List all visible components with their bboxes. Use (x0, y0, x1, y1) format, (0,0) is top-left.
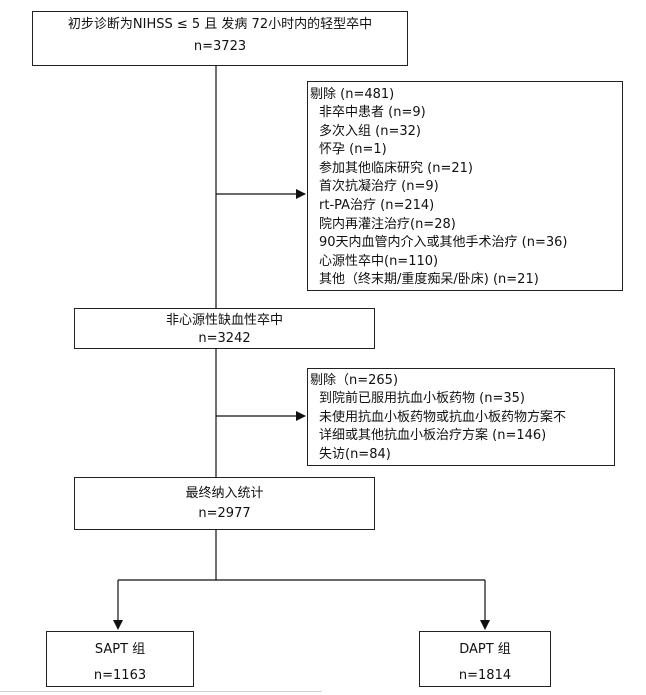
final-count: n=2977 (198, 506, 251, 521)
final-box: 最终纳入统计 n=2977 (74, 477, 375, 530)
bottom-divider (0, 691, 322, 692)
final-title: 最终纳入统计 (185, 486, 264, 501)
exclusion-2-header: 剔除（n=265) (310, 373, 399, 388)
exclusion-1-header: 剔除 (n=481) (310, 87, 395, 102)
sapt-box: SAPT 组 n=1163 (46, 631, 194, 687)
exclusion-1-item: 多次入组 (n=32) (319, 123, 421, 139)
sapt-title: SAPT 组 (94, 642, 146, 657)
exclusion-1-item: 90天内血管内介入或其他手术治疗 (n=36) (319, 235, 568, 251)
exclusion-1-item: 首次抗凝治疗 (n=9) (319, 179, 439, 195)
exclusion-1-item: 院内再灌注治疗(n=28) (319, 216, 456, 232)
mid-count: n=3242 (198, 331, 251, 346)
mid-title: 非心源性缺血性卒中 (165, 313, 283, 328)
dapt-box: DAPT 组 n=1814 (419, 631, 551, 687)
exclusion-2-item: 到院前已服用抗血小板药物 (n=35) (319, 391, 525, 406)
exclusion-box-2: 剔除（n=265) 到院前已服用抗血小板药物 (n=35) 未使用抗血小板药物或… (307, 368, 615, 466)
exclusion-1-item: 其他（终末期/重度痴呆/卧床) (n=21) (319, 272, 539, 288)
start-box: 初步诊断为NIHSS ≤ 5 且 发病 72小时内的轻型卒中 n=3723 (32, 11, 408, 66)
exclusion-1-item: 非卒中患者 (n=9) (319, 105, 426, 120)
dapt-title: DAPT 组 (459, 642, 511, 657)
start-title: 初步诊断为NIHSS ≤ 5 且 发病 72小时内的轻型卒中 (67, 17, 373, 32)
exclusion-1-item: 参加其他临床研究 (n=21) (319, 160, 473, 176)
dapt-count: n=1814 (458, 668, 512, 683)
exclusion-2-item: 详细或其他抗血小板治疗方案 (n=146) (319, 428, 547, 444)
exclusion-box-1: 剔除 (n=481) 非卒中患者 (n=9) 多次入组 (n=32) 怀孕 (n… (307, 81, 623, 291)
exclusion-2-item: 失访(n=84) (319, 446, 391, 462)
mid-box: 非心源性缺血性卒中 n=3242 (74, 308, 375, 349)
exclusion-1-item: 心源性卒中(n=110) (319, 253, 439, 269)
exclusion-1-item: 怀孕 (n=1) (319, 142, 387, 158)
exclusion-2-list: 到院前已服用抗血小板药物 (n=35) 未使用抗血小板药物或抗血小板药物方案不 … (308, 390, 614, 464)
exclusion-1-list: 非卒中患者 (n=9) 多次入组 (n=32) 怀孕 (n=1) 参加其他临床研… (308, 104, 622, 290)
sapt-count: n=1163 (93, 668, 147, 683)
exclusion-2-item: 未使用抗血小板药物或抗血小板药物方案不 (319, 409, 567, 425)
start-count: n=3723 (193, 39, 247, 54)
exclusion-1-item: rt-PA治疗 (n=214) (319, 197, 435, 213)
